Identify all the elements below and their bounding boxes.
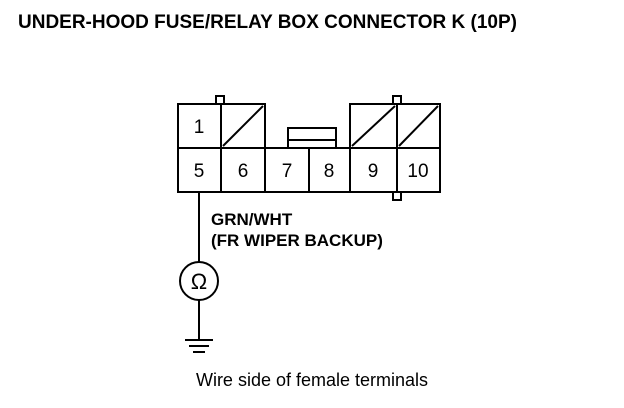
terminal-label: 10 xyxy=(407,161,428,182)
cavity-10 xyxy=(396,147,441,193)
terminal-label: 6 xyxy=(238,161,249,182)
ohm-symbol: Ω xyxy=(191,269,207,294)
blank-slash xyxy=(222,105,264,147)
key-tab xyxy=(392,191,402,201)
blank-slash xyxy=(398,105,439,147)
diagram-title: UNDER-HOOD FUSE/RELAY BOX CONNECTOR K (1… xyxy=(18,12,517,33)
terminal-label: 9 xyxy=(368,161,379,182)
wire-function-label: (FR WIPER BACKUP) xyxy=(211,231,383,250)
key-tab xyxy=(215,95,225,105)
terminal-label: 7 xyxy=(282,161,293,182)
terminal-label: 1 xyxy=(194,117,205,138)
key-tab xyxy=(392,95,402,105)
diagram-caption: Wire side of female terminals xyxy=(195,370,429,390)
wire-color-label: GRN/WHT xyxy=(211,210,293,229)
blank-slash xyxy=(351,105,396,147)
terminal-label: 5 xyxy=(194,161,205,182)
terminal-label: 8 xyxy=(324,161,335,182)
connector-lock-tab xyxy=(287,127,337,141)
